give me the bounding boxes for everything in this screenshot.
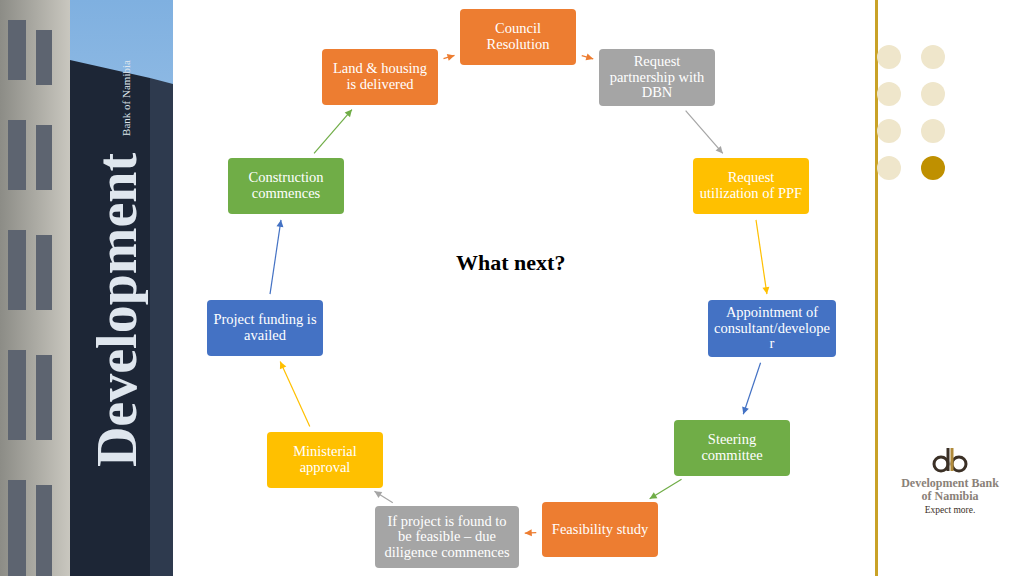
photo-sign-edge: [150, 78, 173, 576]
diagram-title: What next?: [456, 250, 565, 276]
photo-sign-band: [70, 60, 150, 576]
process-box: Project funding is availed: [207, 300, 323, 356]
arrow-head: [280, 361, 286, 369]
arrow-head: [762, 287, 769, 294]
process-box: Construction commences: [228, 158, 344, 214]
logo-tagline: Expect more.: [925, 506, 976, 516]
process-box: Request partnership with DBN: [599, 49, 715, 106]
flow-arrow: [525, 529, 537, 536]
building-sign: Bank of Namibia: [121, 60, 133, 136]
arrow-head: [742, 407, 749, 415]
photo-wall: [0, 0, 70, 576]
arrow-head: [447, 54, 455, 61]
arrow-head: [276, 220, 283, 227]
divider-line: [875, 0, 878, 576]
flow-arrow: [742, 363, 760, 415]
building-sign: Development: [88, 153, 147, 467]
box-text: Ministerial approval: [273, 444, 377, 475]
arrow-line: [650, 479, 682, 499]
box-text: Request partnership with DBN: [605, 54, 709, 101]
arrow-line: [314, 110, 352, 154]
arrow-head: [374, 491, 382, 498]
flow-arrow: [280, 361, 310, 426]
logo-icon: [934, 448, 966, 471]
arrow-line: [686, 111, 723, 154]
arrow-line: [270, 220, 281, 294]
process-box: Steering committee: [674, 420, 790, 476]
arrow-head: [586, 54, 594, 61]
box-text: If project is found to be feasible – due…: [381, 514, 513, 561]
arrow-line: [743, 363, 760, 415]
flow-arrow: [650, 479, 682, 499]
logo-name: Development Bank of Namibia: [898, 477, 1003, 502]
box-text: Land & housing is delivered: [328, 61, 432, 92]
photo-sky: [0, 0, 173, 576]
box-text: Feasibility study: [552, 522, 648, 538]
box-text: Request utilization of PPF: [699, 170, 803, 201]
arrow-head: [345, 110, 352, 118]
arrow-head: [716, 146, 723, 154]
dot-grid: [877, 45, 945, 180]
process-box: If project is found to be feasible – due…: [375, 506, 519, 568]
process-box: Council Resolution: [460, 9, 576, 65]
flow-arrow: [444, 54, 455, 61]
process-box: Feasibility study: [542, 502, 658, 557]
box-text: Appointment of consultant/developer: [714, 305, 830, 352]
arrow-line: [374, 491, 392, 503]
process-box: Appointment of consultant/developer: [708, 300, 836, 357]
arrow-line: [756, 220, 767, 294]
process-box: Request utilization of PPF: [693, 158, 809, 214]
flow-arrow: [756, 220, 769, 294]
process-box: Land & housing is delivered: [322, 49, 438, 105]
flow-arrow: [270, 220, 283, 294]
box-text: Project funding is availed: [213, 312, 317, 343]
flow-arrow: [686, 111, 723, 154]
flow-arrow: [374, 491, 392, 503]
photo-windows: [8, 20, 52, 576]
box-text: Steering committee: [680, 432, 784, 463]
box-text: Construction commences: [234, 170, 338, 201]
arrow-line: [280, 361, 310, 426]
arrow-head: [650, 492, 658, 499]
process-box: Ministerial approval: [267, 432, 383, 488]
flow-arrow: [314, 110, 352, 154]
photo-frame: [0, 0, 173, 576]
box-text: Council Resolution: [466, 21, 570, 52]
flow-arrow: [582, 54, 594, 61]
arrow-head: [525, 529, 532, 536]
